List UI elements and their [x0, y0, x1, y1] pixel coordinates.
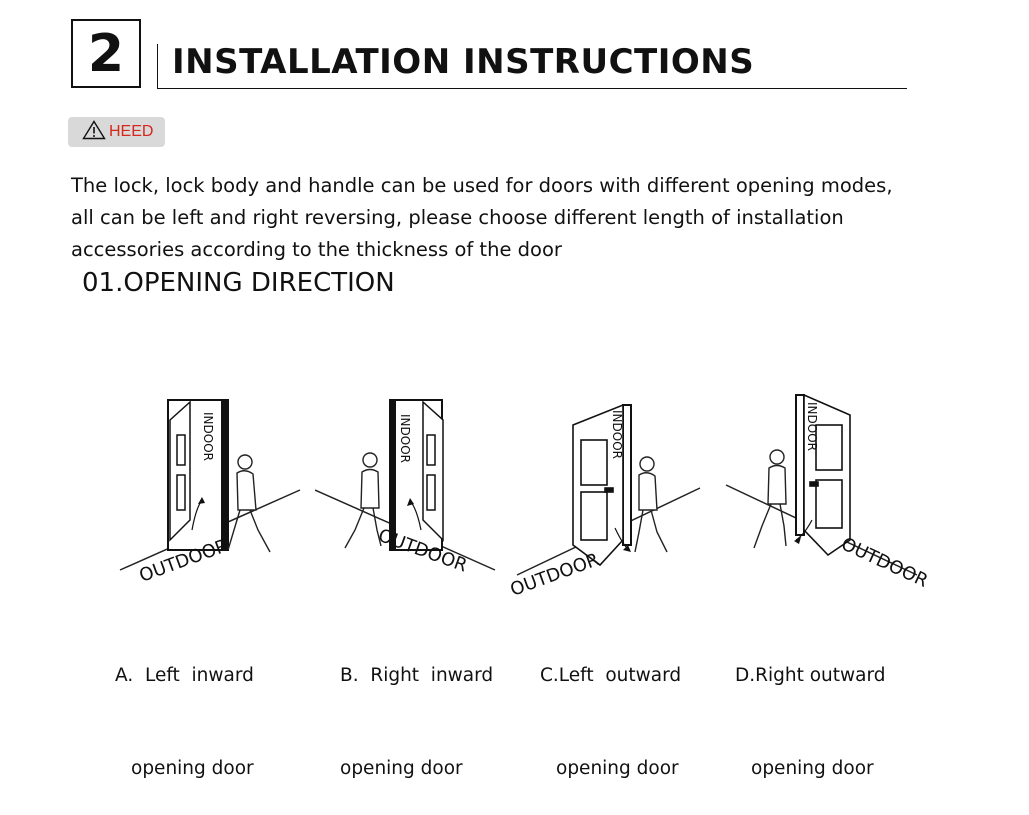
outdoor-label: OUTDOOR [838, 533, 931, 591]
person-icon [753, 449, 787, 549]
step-number: 2 [71, 19, 141, 88]
door-frame-icon [795, 394, 805, 536]
person-icon [227, 454, 271, 553]
diagram-left-inward: INDOOR OUTDOOR [119, 399, 301, 587]
open-door-icon [572, 403, 624, 567]
caption-left-outward: C.Left outward opening door [540, 598, 681, 815]
indoor-label: INDOOR [201, 412, 215, 461]
person-icon [634, 456, 668, 553]
heed-label: HEED [109, 123, 154, 140]
caption-line: opening door [340, 758, 463, 779]
caption-line: B. Right inward [340, 665, 494, 686]
caption-line: opening door [751, 758, 874, 779]
intro-line: accessories according to the thickness o… [71, 238, 562, 261]
caption-line: D.Right outward [735, 665, 886, 686]
intro-line: all can be left and right reversing, ple… [71, 206, 844, 229]
open-door-icon [803, 393, 851, 557]
caption-line: A. Left inward [115, 665, 254, 686]
indoor-label: INDOOR [805, 402, 819, 451]
open-door-icon [422, 400, 444, 542]
caption-right-inward: B. Right inward opening door [340, 598, 493, 815]
diagram-right-inward: INDOOR OUTDOOR [315, 399, 496, 577]
indoor-label: INDOOR [398, 414, 412, 463]
section-title: 01.OPENING DIRECTION [82, 268, 395, 298]
page-title: INSTALLATION INSTRUCTIONS [172, 42, 755, 82]
indoor-label: INDOOR [610, 410, 624, 459]
caption-right-outward: D.Right outward opening door [735, 598, 886, 815]
diagram-right-outward: INDOOR OUTDOOR [725, 393, 931, 592]
heed-badge: HEED [68, 117, 165, 147]
swing-arrow-icon [795, 519, 813, 541]
diagram-left-outward: INDOOR OUTDOOR [508, 403, 701, 600]
intro-paragraph: The lock, lock body and handle can be us… [71, 170, 971, 266]
caption-line: C.Left outward [540, 665, 682, 686]
caption-line: opening door [131, 758, 254, 779]
warning-icon [82, 120, 106, 144]
caption-left-inward: A. Left inward opening door [115, 598, 254, 815]
open-door-icon [169, 400, 191, 542]
intro-line: The lock, lock body and handle can be us… [71, 174, 893, 197]
caption-line: opening door [556, 758, 679, 779]
person-icon [344, 452, 382, 549]
title-underline [157, 44, 907, 89]
